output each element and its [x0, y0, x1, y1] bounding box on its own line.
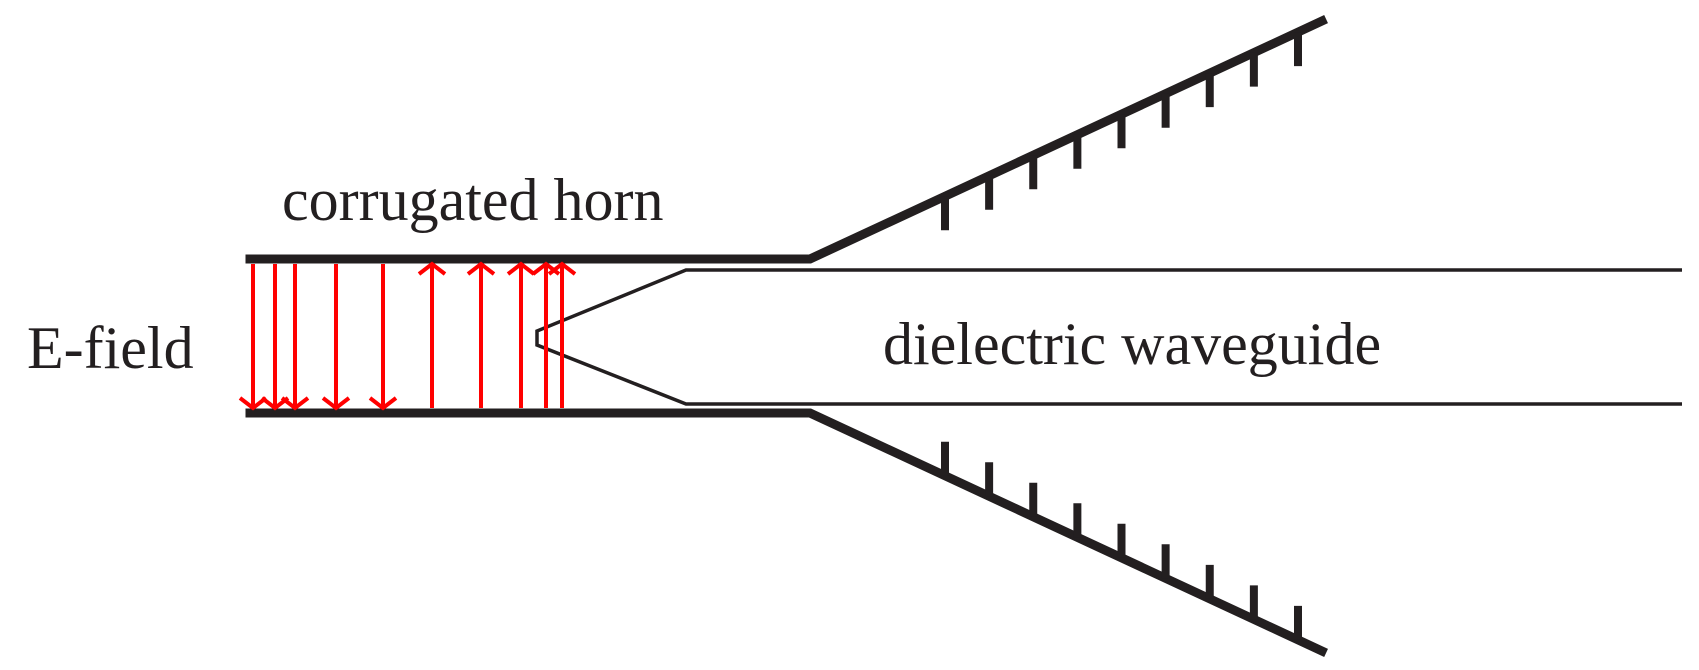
e-field-arrow-down — [260, 264, 290, 411]
dielectric-waveguide-label: dielectric waveguide — [883, 311, 1381, 377]
e-field-arrow-up — [466, 261, 496, 408]
corrugated-horn-label: corrugated horn — [282, 167, 664, 233]
e-field-arrow-up — [506, 261, 536, 408]
waveguide-outline — [535, 268, 1682, 406]
e-field-arrow-down — [368, 264, 398, 411]
corrugations — [941, 32, 1302, 640]
e-field-label: E-field — [27, 315, 194, 381]
e-field-arrow-up — [417, 261, 447, 408]
e-field-arrow-up — [547, 261, 577, 408]
e-field-arrows — [238, 261, 577, 411]
e-field-arrow-down — [280, 264, 310, 411]
corrugated-horn — [245, 15, 1328, 657]
e-field-arrow-down — [321, 264, 351, 411]
dielectric-waveguide — [535, 268, 1682, 406]
horn-lower-wall — [245, 408, 1328, 657]
horn-upper-wall — [245, 15, 1328, 264]
e-field-arrow-down — [238, 264, 268, 411]
